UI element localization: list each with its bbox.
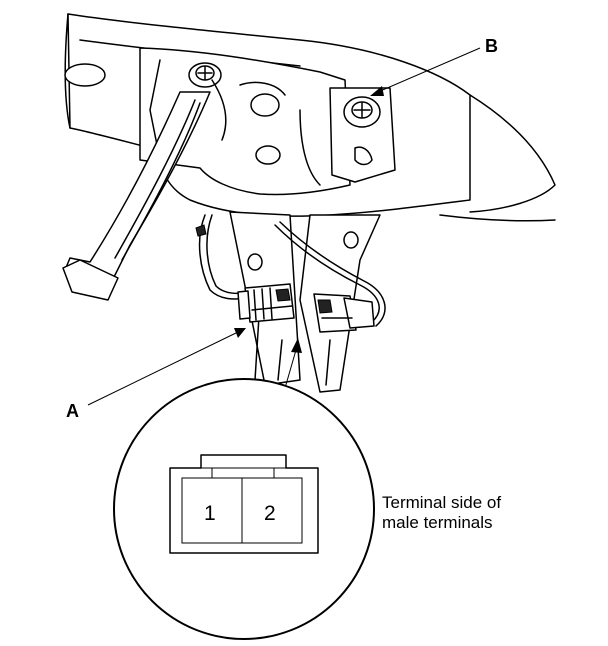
arrow-zoom-icon <box>291 338 302 353</box>
connector-a <box>237 283 295 323</box>
arrow-b-icon <box>370 86 384 96</box>
pin-label-1: 1 <box>204 502 216 525</box>
callout-label-a: A <box>66 401 79 421</box>
pin-label-2: 2 <box>264 502 276 525</box>
terminal-face <box>169 454 319 554</box>
callout-leaders <box>87 47 481 406</box>
bolt-b <box>329 87 396 183</box>
caption-line-1: Terminal side of <box>382 493 501 512</box>
bracket-bolt <box>188 62 286 165</box>
caption-line-2: male terminals <box>382 513 493 532</box>
wire-harness <box>195 214 386 327</box>
pedal-arm <box>62 79 227 301</box>
callout-label-b: B <box>485 36 498 56</box>
arrow-a-icon <box>234 328 246 338</box>
connector-male <box>313 293 375 333</box>
